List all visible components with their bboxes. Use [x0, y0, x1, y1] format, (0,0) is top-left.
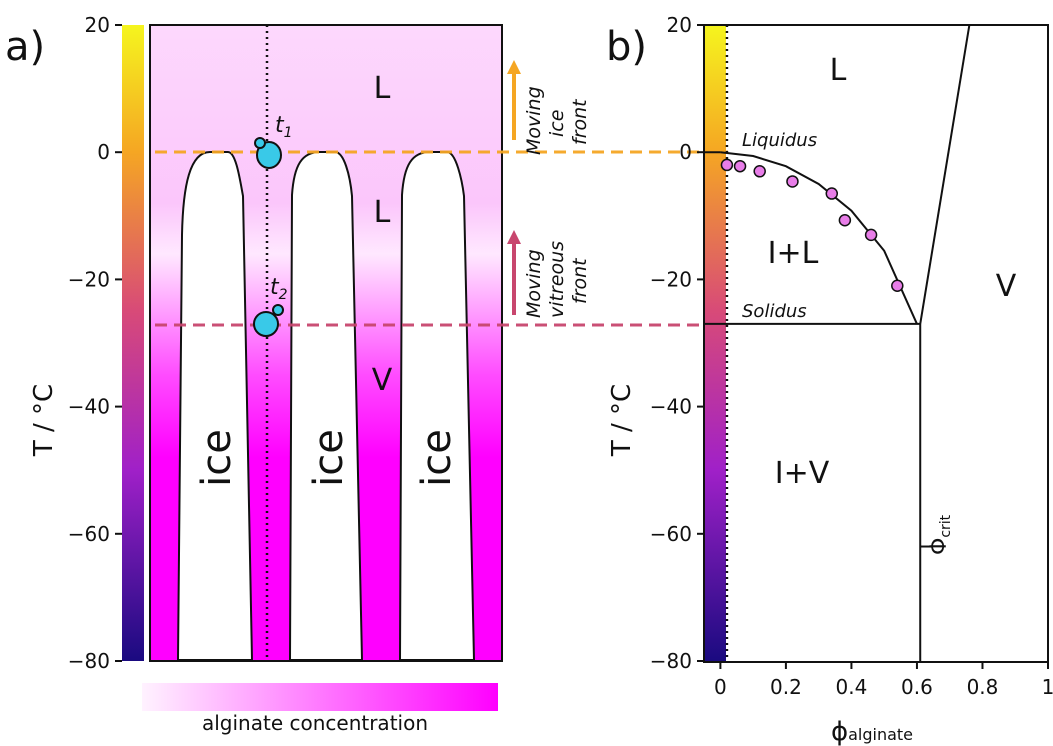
label-L: L	[830, 53, 847, 88]
x-tick-label: 0.6	[901, 675, 933, 699]
ice-crystal-3	[398, 151, 476, 661]
x-tick-label: 0.2	[770, 675, 802, 699]
x-tick-label: 0	[714, 675, 727, 699]
a-tick-label: 0	[97, 140, 110, 164]
phi-crit-label: Φcrit	[927, 514, 954, 555]
ice-crystal-2	[288, 151, 364, 661]
ice-label-3: ice	[414, 429, 460, 487]
x-axis-title: ϕalginate	[831, 717, 913, 746]
region-L-top: L	[374, 71, 391, 106]
y-tick-label: −80	[650, 649, 692, 673]
t2-label: t2	[270, 275, 288, 303]
b-axis-title: T / °C	[607, 384, 637, 457]
vitreous-front-caption: Movingvitreousfront	[523, 241, 591, 318]
region-L-mid: L	[374, 195, 391, 230]
panel-a-label: a)	[5, 24, 45, 70]
a-tick-label: −40	[68, 395, 110, 419]
data-point	[838, 214, 852, 227]
x-tick-label: 1	[1042, 675, 1053, 699]
colorbar-b	[704, 25, 726, 661]
ice-crystal-1	[176, 151, 254, 661]
t1-label: t1	[275, 113, 293, 141]
vitreous-boundary-line	[919, 24, 971, 325]
y-tick-label: −40	[650, 395, 692, 419]
phase-diagram-axes: 20 0 −20 −40 −60 −80 0 0.2 0.4 0.6 0.8 1	[650, 13, 1053, 699]
svg-text:Movingicefront: Movingicefront	[523, 86, 591, 155]
data-point	[825, 187, 839, 200]
solidus-label: Solidus	[742, 301, 807, 322]
label-IL: I+L	[768, 236, 819, 271]
data-point	[786, 175, 799, 188]
liquidus-label: Liquidus	[742, 130, 817, 151]
data-points	[720, 158, 904, 293]
data-point	[753, 165, 766, 178]
y-tick-label: 0	[679, 140, 692, 164]
phase-boundaries	[704, 24, 971, 661]
particle-t2	[253, 304, 284, 337]
a-axis-title: T / °C	[29, 384, 59, 457]
colorbar-a	[122, 25, 144, 661]
ice-label-1: ice	[194, 429, 240, 487]
label-IV: I+V	[775, 456, 830, 491]
concentration-bar	[142, 683, 498, 711]
colorbar-a-ticks: 20 0 −20 −40 −60 −80	[68, 13, 122, 673]
y-tick-label: −20	[650, 267, 692, 291]
region-V: V	[372, 363, 393, 398]
data-point	[891, 279, 904, 293]
phase-diagram-frame	[703, 24, 1049, 663]
ice-label-2: ice	[306, 429, 352, 487]
vitreous-front-arrowhead	[507, 230, 521, 244]
particle-t1	[254, 137, 282, 169]
a-tick-label: −60	[68, 522, 110, 546]
ice-front-arrowhead	[507, 60, 521, 74]
concentration-label: alginate concentration	[202, 711, 428, 735]
a-tick-label: −80	[68, 649, 110, 673]
liquidus-curve	[720, 151, 918, 325]
y-tick-label: −60	[650, 522, 692, 546]
a-tick-label: −20	[68, 267, 110, 291]
y-tick-label: 20	[667, 13, 692, 37]
data-point	[864, 228, 878, 242]
a-tick-label: 20	[85, 13, 110, 37]
svg-text:Movingvitreousfront: Movingvitreousfront	[523, 241, 591, 318]
label-V: V	[996, 269, 1017, 304]
data-point	[733, 159, 747, 173]
x-tick-label: 0.4	[836, 675, 868, 699]
panel-b-label: b)	[606, 24, 647, 70]
x-tick-label: 0.8	[967, 675, 999, 699]
data-point	[720, 158, 734, 172]
ice-front-caption: Movingicefront	[523, 86, 591, 155]
